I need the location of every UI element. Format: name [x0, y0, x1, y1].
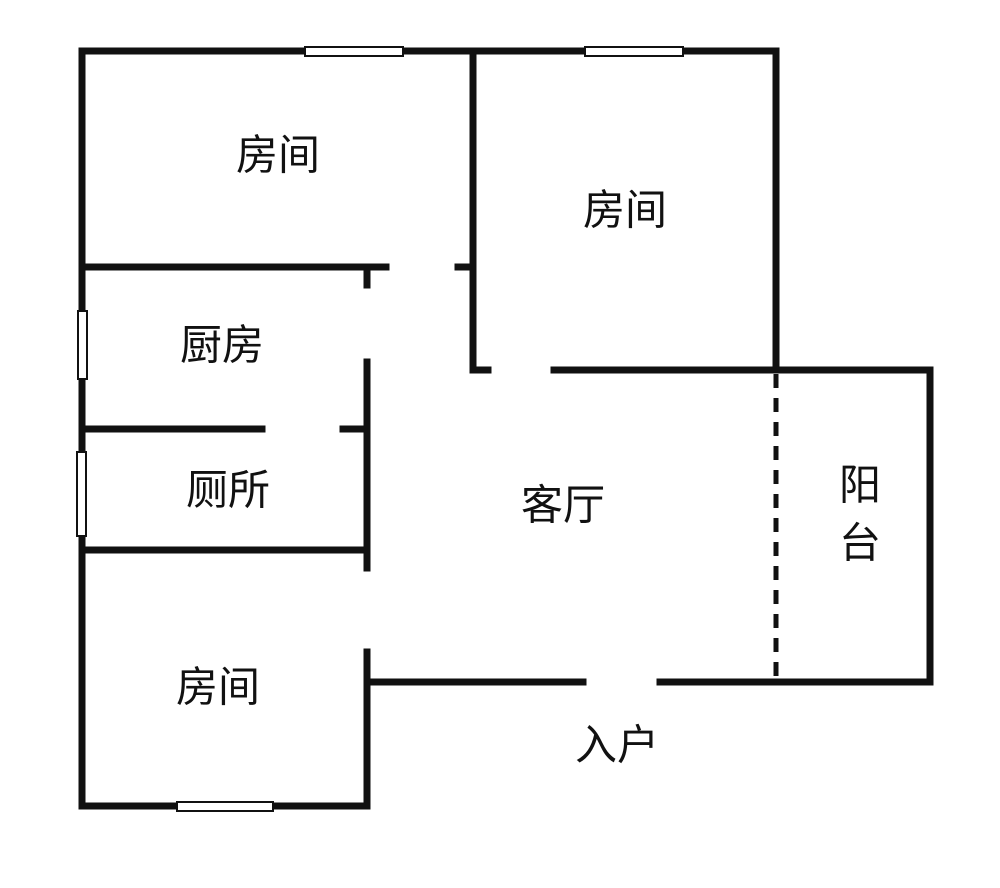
- room-label-bedroom-bottom-left: 房间: [176, 663, 260, 712]
- window-top-left: [304, 46, 404, 57]
- window-bottom: [176, 801, 274, 812]
- walls: [78, 47, 934, 810]
- room-label-bedroom-top-right: 房间: [583, 186, 667, 235]
- entrance-label: 入户: [575, 721, 659, 770]
- window-top-right: [584, 46, 684, 57]
- room-label-kitchen: 厨房: [180, 321, 264, 370]
- room-label-toilet: 厕所: [186, 466, 270, 515]
- room-label-balcony-1: 阳: [839, 461, 881, 510]
- room-label-balcony-2: 台: [839, 519, 881, 568]
- windows: [76, 46, 684, 812]
- window-kitchen: [77, 310, 88, 380]
- room-label-bedroom-top-left: 房间: [236, 131, 320, 180]
- room-label-living-room: 客厅: [521, 481, 605, 530]
- window-toilet: [76, 451, 87, 537]
